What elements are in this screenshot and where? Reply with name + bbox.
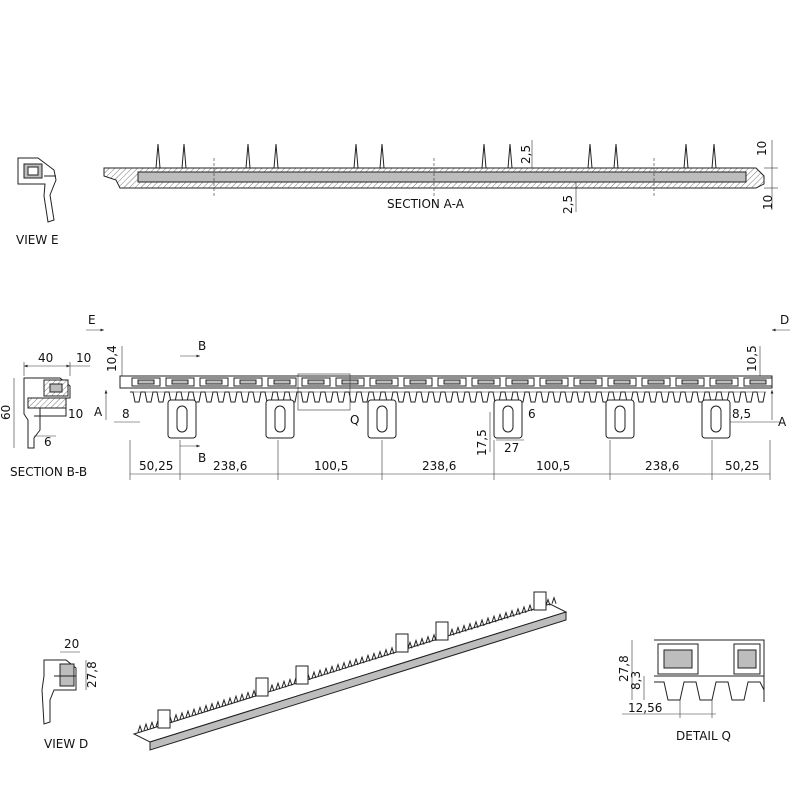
rack-block-inner — [443, 379, 461, 385]
rack-block-inner — [239, 379, 257, 385]
aa-spike — [481, 143, 487, 169]
marker-e: E — [88, 313, 96, 327]
marker-b-top: B — [198, 339, 206, 353]
bb-dim-top-right: 10 — [76, 351, 91, 365]
bracket-slot — [502, 405, 514, 433]
aa-spike — [507, 143, 513, 169]
view-d: 20 27,8 VIEW D — [41, 637, 99, 751]
aa-spike — [379, 143, 385, 169]
view-e-label: VIEW E — [16, 233, 59, 247]
aa-spike — [245, 143, 251, 169]
front-dim-right-height: 10,5 — [745, 345, 759, 372]
front-dim-slot-small: 6 — [528, 407, 536, 421]
isometric-view — [132, 591, 568, 751]
iso-bracket — [295, 665, 309, 685]
bb-dim-width: 40 — [38, 351, 53, 365]
aa-spike — [711, 143, 717, 169]
aa-dim-bottom: 2,5 — [561, 195, 575, 214]
rack-block-inner — [715, 379, 733, 385]
front-dim-slot-width: 27 — [504, 441, 519, 455]
bracket-slot — [176, 405, 188, 433]
iso-bracket — [255, 677, 269, 697]
rack-block-inner — [171, 379, 189, 385]
aa-spike — [353, 143, 359, 169]
bracket-slot — [376, 405, 388, 433]
marker-b-bottom: B — [198, 451, 206, 465]
front-view: E D A A B B Q 10,4 10,5 8 8,5 17,5 27 6 … — [86, 313, 790, 480]
aa-spike — [273, 143, 279, 169]
iso-bracket — [435, 621, 449, 641]
iso-bracket — [533, 591, 547, 611]
front-dim-right-small: 8,5 — [732, 407, 751, 421]
detail-q-dim-height: 27,8 — [617, 655, 631, 682]
detail-q: 27,8 8,3 12,56 DETAIL Q — [617, 639, 765, 743]
marker-d: D — [780, 313, 789, 327]
aa-spike — [683, 143, 689, 169]
front-brackets — [167, 399, 731, 439]
spacing-label: 238,6 — [422, 459, 456, 473]
front-top-blocks — [131, 377, 773, 387]
section-bb: 40 10 60 10 6 SECTION B-B — [0, 351, 91, 479]
bb-dim-bottom: 6 — [44, 435, 52, 449]
rack-block-inner — [205, 379, 223, 385]
bracket-slot — [710, 405, 722, 433]
spacing-dimensions: 50,25 238,6 100,5 238,6 100,5 238,6 50,25 — [129, 440, 771, 480]
spacing-label: 238,6 — [645, 459, 679, 473]
aa-spike — [587, 143, 593, 169]
rack-block-inner — [749, 379, 767, 385]
iso-bracket — [157, 709, 171, 729]
rack-block-inner — [681, 379, 699, 385]
aa-spike — [613, 143, 619, 169]
marker-q: Q — [350, 413, 359, 427]
spacing-label: 50,25 — [725, 459, 759, 473]
view-d-dim-height: 27,8 — [85, 661, 99, 688]
detail-q-dim-pitch: 12,56 — [628, 701, 662, 715]
aa-dim-right-top: 10 — [755, 141, 769, 156]
front-teeth — [130, 391, 766, 403]
front-dim-left-small: 8 — [122, 407, 130, 421]
spacing-label: 50,25 — [139, 459, 173, 473]
aa-spike — [155, 143, 161, 169]
bb-dim-mid: 10 — [68, 407, 83, 421]
rack-block-inner — [613, 379, 631, 385]
section-aa-label: SECTION A-A — [387, 197, 465, 211]
view-e: VIEW E — [16, 157, 59, 247]
rack-block-inner — [409, 379, 427, 385]
bb-dim-height: 60 — [0, 405, 13, 420]
aa-dim-right-bottom: 10 — [761, 195, 775, 210]
rack-block-inner — [273, 379, 291, 385]
detail-q-dim-tooth: 8,3 — [629, 671, 643, 690]
rack-teeth — [130, 391, 766, 403]
iso-rack-teeth — [137, 596, 557, 733]
view-d-dim-width: 20 — [64, 637, 79, 651]
aa-dim-top: 2,5 — [519, 145, 533, 164]
teeth-row — [155, 143, 717, 169]
aa-spike — [181, 143, 187, 169]
front-dim-left-height: 10,4 — [105, 345, 119, 372]
section-bb-label: SECTION B-B — [10, 465, 87, 479]
rack-block-inner — [307, 379, 325, 385]
section-aa: 2,5 2,5 10 10 SECTION A-A — [103, 140, 778, 214]
rack-block-inner — [647, 379, 665, 385]
bracket-slot — [614, 405, 626, 433]
bracket-slot — [274, 405, 286, 433]
detail-q-label: DETAIL Q — [676, 729, 731, 743]
iso-bracket — [395, 633, 409, 653]
spacing-label: 100,5 — [536, 459, 570, 473]
rack-block-inner — [137, 379, 155, 385]
rack-block-inner — [579, 379, 597, 385]
view-d-label: VIEW D — [44, 737, 88, 751]
rack-block-inner — [375, 379, 393, 385]
rack-block-inner — [545, 379, 563, 385]
spacing-label: 100,5 — [314, 459, 348, 473]
front-dim-slot-height: 17,5 — [475, 429, 489, 456]
iso-brackets — [157, 591, 547, 729]
iso-teeth — [137, 596, 557, 733]
marker-a-left: A — [94, 405, 103, 419]
spacing-label: 238,6 — [213, 459, 247, 473]
rack-block-inner — [477, 379, 495, 385]
marker-a-right: A — [778, 415, 787, 429]
rack-block-inner — [511, 379, 529, 385]
